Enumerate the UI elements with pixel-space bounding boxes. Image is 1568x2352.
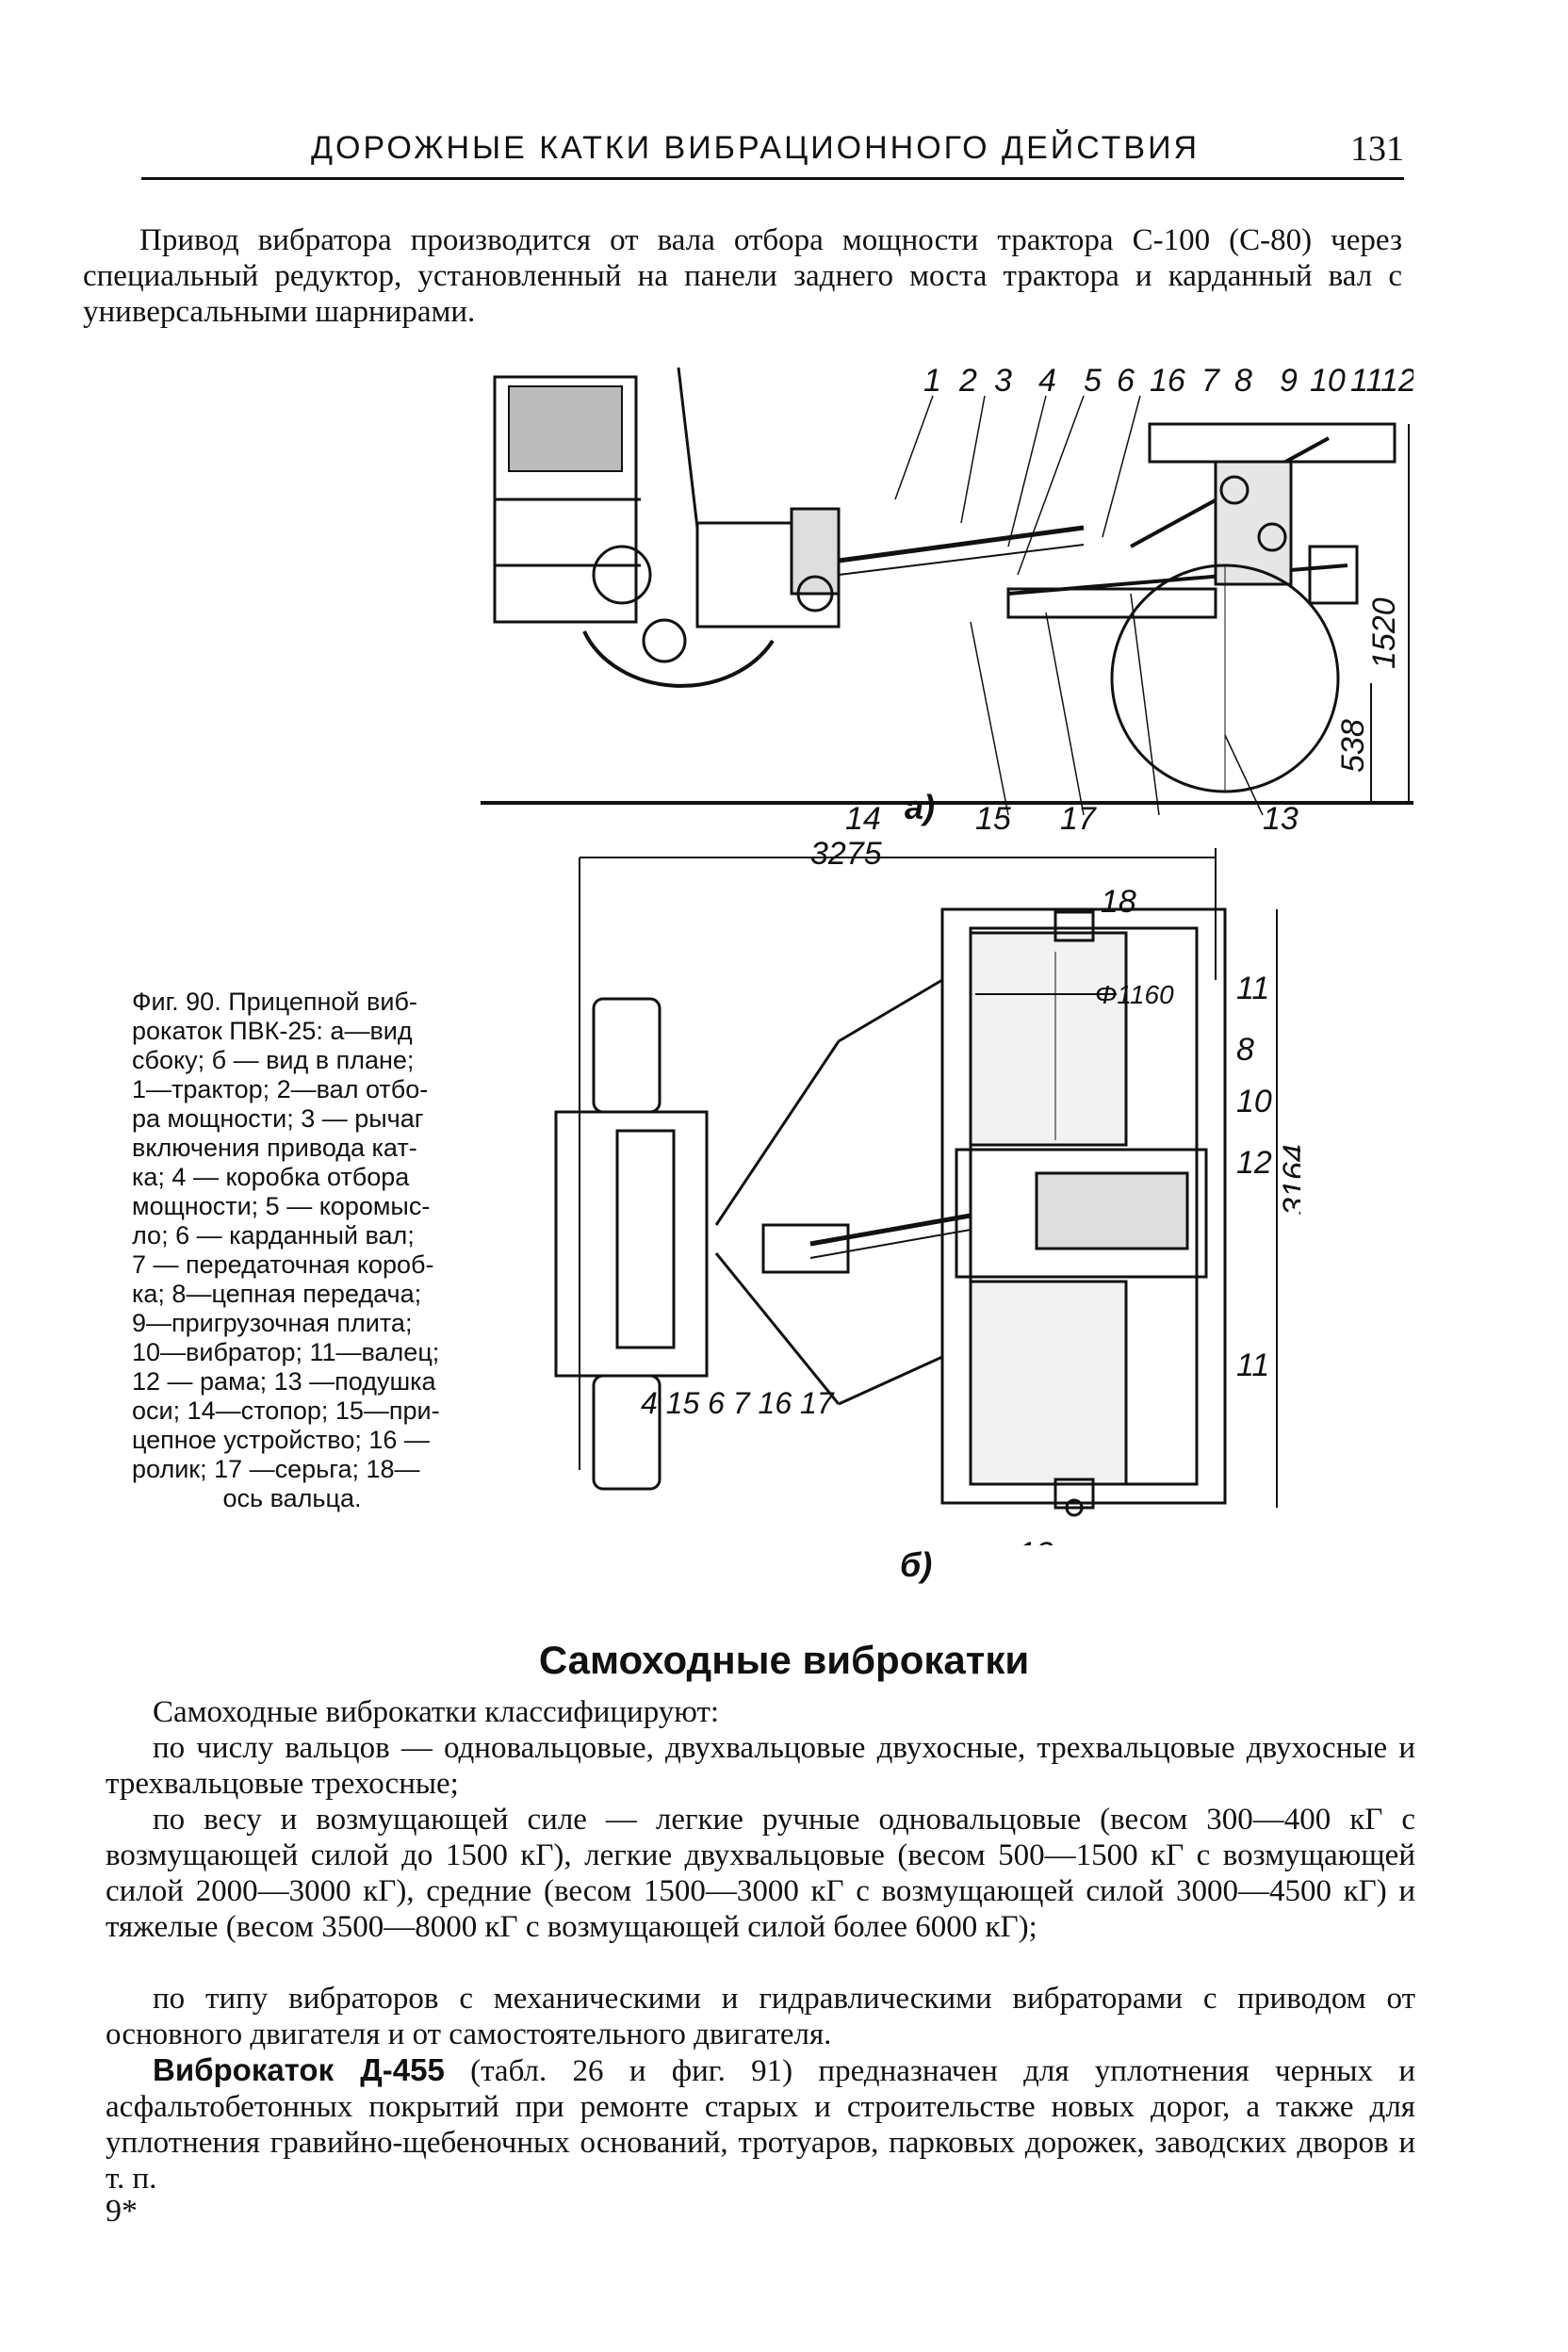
callout-11: 11 bbox=[1350, 363, 1383, 399]
callout-12: 12 bbox=[1236, 1145, 1272, 1181]
panel-label-b: б) bbox=[900, 1545, 933, 1584]
caption-line: включения привода кат- bbox=[132, 1134, 417, 1162]
panel-label-a: а) bbox=[905, 788, 936, 826]
dim-3164: 3164 bbox=[1277, 1144, 1300, 1216]
section-heading: Самоходные виброкатки bbox=[538, 1638, 1030, 1682]
callout-1: 1 bbox=[923, 363, 941, 399]
caption-line: сбоку; б — вид в плане; bbox=[132, 1046, 415, 1074]
tractor-wheel-upper bbox=[592, 997, 662, 1114]
caption-line: 12 — рама; 13 —подушка bbox=[132, 1367, 436, 1396]
callout-13: 13 bbox=[1263, 801, 1298, 837]
caption-line: ка; 8—цепная передача; bbox=[132, 1280, 422, 1308]
running-title: ДОРОЖНЫЕ КАТКИ ВИБРАЦИОННОГО ДЕЙСТВИЯ bbox=[311, 130, 1200, 166]
dim-3275: 3275 bbox=[810, 836, 882, 872]
body-paragraph-3: по весу и возмущающей силе — легкие ручн… bbox=[106, 1803, 1415, 1944]
body-paragraph-5-text: (табл. 26 и фиг. 91) предназначен для уп… bbox=[106, 2054, 1416, 2196]
signature-mark: 9* bbox=[106, 2194, 138, 2229]
caption-line: ролик; 17 —серьга; 18— bbox=[132, 1455, 420, 1483]
caption-line: оси; 14—стопор; 15—при- bbox=[132, 1396, 440, 1425]
callout-13: 13 bbox=[1018, 1536, 1054, 1545]
callout-4: 4 bbox=[1038, 363, 1056, 399]
figure-b-drawing: 3275 3164 Φ1160 18 11 8 10 12 11 4 15 6 … bbox=[554, 836, 1300, 1545]
roller-frame bbox=[940, 907, 1227, 1505]
callout-11-upper: 11 bbox=[1236, 971, 1269, 1006]
intro-paragraph: Привод вибратора производится от вала от… bbox=[83, 223, 1402, 329]
body-paragraph-2: по числу вальцов — одновальцовые, двухва… bbox=[106, 1731, 1415, 1801]
caption-line: ра мощности; 3 — рычаг bbox=[132, 1104, 424, 1133]
callout-12: 12 bbox=[1380, 363, 1413, 399]
figure-b-plan-view: 3275 3164 Φ1160 18 11 8 10 12 11 4 15 6 … bbox=[528, 829, 1300, 1545]
callout-7: 7 bbox=[1201, 363, 1220, 399]
caption-line: ка; 4 — коробка отбора bbox=[132, 1163, 410, 1191]
callout-15: 15 bbox=[975, 801, 1011, 837]
dim-538: 538 bbox=[1335, 719, 1371, 773]
vibrator-unit bbox=[955, 1148, 1208, 1279]
product-name: Виброкаток Д-455 bbox=[153, 2052, 445, 2087]
dim-diameter: Φ1160 bbox=[1095, 980, 1174, 1009]
caption-line: цепное устройство; 16 — bbox=[132, 1426, 430, 1454]
callout-11-lower: 11 bbox=[1236, 1348, 1269, 1383]
body-paragraph-1: Самоходные виброкатки классифицируют: bbox=[153, 1695, 720, 1729]
ballast-plate bbox=[1148, 422, 1396, 464]
body-paragraph-5: Виброкаток Д-455 (табл. 26 и фиг. 91) пр… bbox=[106, 2052, 1415, 2197]
header-rule bbox=[141, 177, 1404, 180]
caption-line: 7 — передаточная короб- bbox=[132, 1250, 434, 1279]
caption-line: ло; 6 — карданный вал; bbox=[132, 1221, 415, 1250]
callouts-bottom-row: 4 15 6 7 16 17 bbox=[641, 1386, 835, 1420]
callout-8: 8 bbox=[1236, 1032, 1254, 1068]
callout-16: 16 bbox=[1150, 363, 1185, 399]
figure-a-drawing: 1 2 3 4 5 6 16 7 8 9 10 11 12 14 15 17 1… bbox=[481, 363, 1413, 837]
body-paragraph-4: по типу вибраторов с механическими и гид… bbox=[106, 1982, 1415, 2051]
caption-line: 10—вибратор; 11—валец; bbox=[132, 1338, 440, 1366]
callout-3: 3 bbox=[994, 363, 1012, 399]
caption-last-line: ось вальца. bbox=[222, 1484, 362, 1512]
upper-roller bbox=[969, 931, 1128, 1147]
lower-roller bbox=[969, 1280, 1128, 1486]
callout-10: 10 bbox=[1310, 363, 1346, 399]
running-header: ДОРОЖНЫЕ КАТКИ ВИБРАЦИОННОГО ДЕЙСТВИЯ 13… bbox=[141, 122, 1404, 180]
callout-17: 17 bbox=[1060, 801, 1097, 837]
caption-line: Фиг. 90. Прицепной виб- bbox=[132, 988, 417, 1016]
callout-6: 6 bbox=[1117, 363, 1135, 399]
figure-caption: Фиг. 90. Прицепной виб- рокаток ПВК-25: … bbox=[132, 988, 452, 1513]
callout-18-top: 18 bbox=[1101, 884, 1136, 920]
callout-10: 10 bbox=[1236, 1084, 1272, 1119]
caption-line: рокаток ПВК-25: а—вид bbox=[132, 1017, 413, 1045]
callout-2: 2 bbox=[958, 363, 977, 399]
caption-line: мощности; 5 — коромыс- bbox=[132, 1192, 431, 1220]
callout-5: 5 bbox=[1084, 363, 1102, 399]
callout-9: 9 bbox=[1280, 363, 1298, 399]
caption-line: 9—пригрузочная плита; bbox=[132, 1309, 413, 1337]
callout-8: 8 bbox=[1234, 363, 1252, 399]
dim-1520: 1520 bbox=[1366, 597, 1402, 669]
page-number: 131 bbox=[1350, 129, 1404, 169]
figure-a-side-view: 1 2 3 4 5 6 16 7 8 9 10 11 12 14 15 17 1… bbox=[481, 358, 1413, 848]
callout-14: 14 bbox=[845, 801, 881, 837]
caption-line: 1—трактор; 2—вал отбо- bbox=[132, 1075, 429, 1103]
